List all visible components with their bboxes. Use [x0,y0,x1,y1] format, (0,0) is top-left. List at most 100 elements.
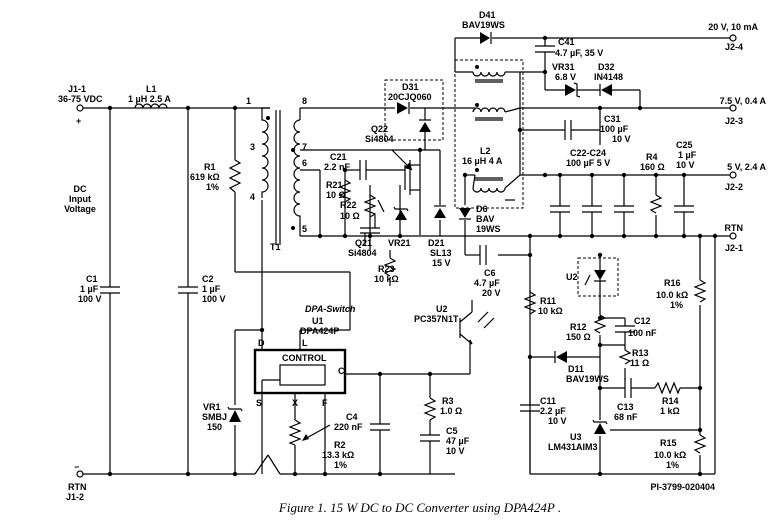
c31-capacitor [564,120,572,140]
pin-x: X [292,398,298,408]
pin-l: L [302,338,308,348]
l1-inductor [134,103,168,109]
j2-3-label: J2-3 [725,116,743,126]
q21-ref: Q21 [355,238,372,248]
vr21-ref: VR21 [388,238,411,248]
u2-photo-transistor [459,300,495,345]
d41-diode [480,32,492,44]
c41-ref: C41 [558,37,575,47]
u2-led [584,270,606,286]
vr1-tvs [227,406,243,422]
r21-resistor [338,179,352,203]
d21-ref: D21 [428,238,445,248]
junctions [107,35,718,477]
r22-val: 10 Ω [340,211,360,221]
d32-val: IN4148 [594,72,623,82]
r4-ref: R4 [646,152,658,162]
pin-d: D [258,338,265,348]
vr1-volt: 150 [207,422,222,432]
u2-val: PC357N1T [414,314,459,324]
r16-ref: R16 [664,278,681,288]
r3-val: 1.0 Ω [440,406,462,416]
d31-val: 20CJQ060 [388,92,432,102]
pin-4: 4 [250,192,255,202]
winding-20v [472,65,506,83]
j1-1-label: J1-1 [68,84,86,94]
d6-diode [459,208,471,220]
port-labels: J1-1 36-75 VDC + DC Input Voltage − RTN … [58,22,766,502]
vr31-val: 6.8 V [555,72,576,82]
r21-ref: R21 [326,180,343,190]
r14-resistor [654,381,681,395]
d11-val: BAV19WS [566,374,609,384]
r15-resistor [693,434,707,454]
pin-8: 8 [302,96,307,106]
r2-tol: 1% [334,460,347,470]
r11-resistor [523,291,537,315]
c12-ref: C12 [634,316,651,326]
c4-val: 220 nF [334,422,363,432]
q21-mosfet [360,199,385,245]
rtn-out-label: RTN [725,223,744,233]
vin-label: 36-75 VDC [58,94,103,104]
r16-val: 10.0 kΩ [656,290,688,300]
d6-ref: D6 [476,204,488,214]
c41-capacitor [535,45,555,53]
d31-ref: D31 [402,82,419,92]
d32-ref: D32 [598,62,615,72]
c21-capacitor [359,160,367,180]
r23-val: 10 kΩ [374,274,399,284]
pin-5: 5 [302,224,307,234]
u1-control-block [279,364,326,386]
r13-val: 11 Ω [630,358,649,368]
d6-val2: 19WS [476,224,501,234]
c5-val: 47 µF [446,436,470,446]
u3-val: LM431AIM3 [548,442,598,452]
wiring [80,37,730,475]
r1-tol: 1% [206,182,219,192]
vr1-val: SMBJ [202,412,227,422]
u2-ref: U2 [436,304,448,314]
r4-resistor [649,194,663,214]
r1-ref: R1 [204,162,216,172]
out75-label: 7.5 V, 0.4 A [720,96,767,106]
r4-val: 160 Ω [640,162,665,172]
c21-ref: C21 [330,152,347,162]
c31-ref: C31 [604,114,621,124]
r15-tol: 1% [666,460,679,470]
r21-val: 10 Ω [326,190,346,200]
winding-dashed-box [454,59,524,209]
l2-ref: L2 [480,146,491,156]
c41-val: 4.7 µF, 35 V [555,48,603,58]
q21-val: Si4804 [348,248,377,258]
minus-label: − [74,462,79,472]
r23-resistor [383,257,397,277]
c11-capacitor [520,404,540,412]
dpa-title: DPA-Switch [305,304,356,314]
q22-val: Si4804 [365,134,394,144]
c2-val: 1 µF [202,284,221,294]
r14-ref: R14 [662,396,679,406]
r22-ref: R22 [340,200,357,210]
c5-ref: C5 [446,426,458,436]
c13-ref: C13 [617,402,634,412]
u2-dashed-box [577,257,619,297]
figure-caption: Figure 1. 15 W DC to DC Converter using … [278,500,561,515]
r11-ref: R11 [540,296,556,306]
c24-capacitor [614,205,634,213]
d11-ref: D11 [568,364,584,374]
l1-val: 1 µH 2.5 A [128,94,171,104]
pin-s: S [256,398,262,408]
d31-diode [397,102,410,114]
pin-7: 7 [302,142,307,152]
c5-capacitor [420,434,440,442]
u3-shunt-regulator [592,419,608,434]
r11-val: 10 kΩ [538,306,563,316]
c13-capacitor [624,378,632,398]
out20-label: 20 V, 10 mA [708,22,758,32]
c12-capacitor [615,325,635,333]
input-label: Input [69,194,91,204]
c31-volt: 10 V [612,134,631,144]
vr1-ref: VR1 [203,402,221,412]
